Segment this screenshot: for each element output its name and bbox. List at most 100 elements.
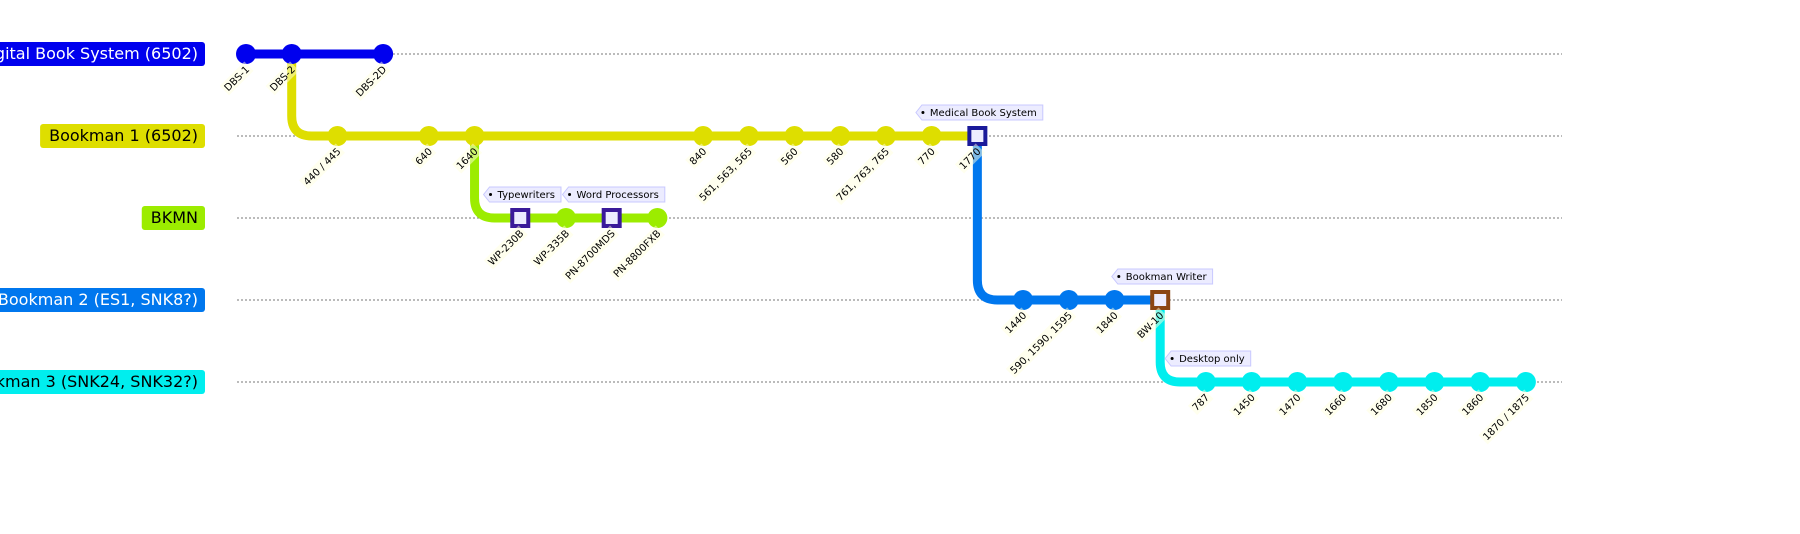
commit-dot	[693, 126, 714, 146]
commit-label-bg	[1366, 389, 1397, 420]
commit-label: 840	[685, 143, 711, 170]
commit-label-bg	[1320, 389, 1351, 420]
branch-line	[287, 54, 978, 141]
commit-dot	[418, 126, 439, 146]
branch-labels: Digital Book System (6502) Bookman 1 (650…	[0, 42, 205, 394]
commit-label: 1450	[1229, 389, 1260, 420]
branch-label[interactable]: Bookman 2 (ES1, SNK8?)	[0, 288, 205, 312]
commit-dot	[738, 126, 759, 146]
branch-label-box	[141, 206, 205, 230]
commit-dot	[236, 44, 256, 64]
commit-label: 1440	[1000, 307, 1031, 338]
commit-tag-text: Desktop only	[1179, 354, 1245, 365]
commit-label: 1680	[1366, 389, 1397, 420]
commit-label-bg	[1132, 307, 1168, 343]
commit-label-bg	[1229, 389, 1260, 420]
branch-label-box	[0, 370, 205, 394]
commit-label: 440 / 445	[299, 143, 345, 190]
commit-label: 1660	[1320, 389, 1351, 420]
branch-lines	[246, 49, 1526, 387]
commit-highlight-square	[601, 208, 622, 228]
commit-label: 640	[410, 143, 437, 170]
commit-label: 770	[913, 143, 940, 170]
branch-line	[1155, 300, 1526, 387]
commit-label: DBS-1	[219, 61, 254, 96]
commit-dot	[784, 126, 805, 146]
commit-dot	[281, 44, 302, 64]
commit-dot	[1333, 372, 1354, 392]
branch-label[interactable]: BKMN	[141, 206, 205, 230]
commit-id: DBS-2D	[354, 64, 389, 99]
commit-label-bg	[1187, 389, 1214, 416]
commit-label-bg	[351, 61, 391, 101]
tag-shape	[915, 104, 1044, 121]
commit-id: WP-335B	[532, 228, 572, 268]
commit-label-bg	[219, 61, 254, 96]
commit-tag-text: Bookman Writer	[1126, 272, 1208, 283]
commit-label-bg	[685, 143, 711, 170]
branch-label[interactable]: Digital Book System (6502)	[0, 42, 205, 66]
commit-label-bg	[913, 143, 940, 170]
commit-tag: Desktop only	[1164, 350, 1252, 367]
commit-dot	[464, 126, 485, 146]
commit-label: WP-335B	[529, 225, 574, 270]
branch-line	[470, 136, 658, 223]
commit-label: 580	[822, 143, 848, 170]
commit-tag-text: Medical Book System	[930, 108, 1037, 119]
commit-id: PN-8800FXB	[612, 228, 664, 280]
tag-hole-icon	[1117, 275, 1121, 278]
commit[interactable]: DBS-1	[219, 44, 256, 96]
commit-tag: Typewriters	[482, 186, 562, 203]
commit-label-bg	[265, 61, 300, 96]
commit-highlight-square	[967, 126, 988, 146]
commit-dot	[555, 208, 576, 228]
commit-tag-text: Typewriters	[497, 190, 555, 201]
commit-dot	[830, 126, 851, 146]
commit-label-bg	[831, 143, 894, 206]
branch-label-box	[40, 124, 205, 148]
commit-label: 560	[776, 143, 803, 170]
commit-dot	[327, 126, 348, 146]
commit-label-bg	[1092, 307, 1123, 338]
branch-lanes	[237, 53, 1562, 383]
branch-label[interactable]: Bookman 3 (SNK24, SNK32?)	[0, 370, 205, 394]
commit-dot	[921, 126, 942, 146]
commit-highlight-square	[1150, 290, 1171, 310]
commit-dot	[1378, 372, 1399, 392]
commit-dot	[1241, 372, 1262, 392]
commit-label-bg	[694, 143, 757, 206]
commit-label-bg	[1411, 389, 1442, 420]
commit-tag-text: Word Processors	[577, 190, 659, 201]
commit-label-bg	[1457, 389, 1488, 420]
commit-dot	[1287, 372, 1308, 392]
commit-id: 440 / 445	[302, 146, 344, 188]
commit-dot	[1424, 372, 1445, 392]
commit-label-bg	[410, 143, 437, 170]
branch-label[interactable]: Bookman 1 (6502)	[40, 124, 205, 148]
commit-tag: Word Processors	[561, 186, 666, 203]
commit-label: WP-230B	[483, 225, 528, 270]
commit-label: 1860	[1457, 389, 1488, 420]
commit-dot	[875, 126, 896, 146]
commit-label: 1870 / 1875	[1478, 389, 1534, 445]
branch-label-box	[0, 42, 205, 66]
branch-label-text: Bookman 2 (ES1, SNK8?)	[0, 290, 198, 309]
tag-shape	[561, 186, 666, 203]
commit-id: 1870 / 1875	[1481, 392, 1532, 443]
commit-label: DBS-2D	[351, 61, 391, 101]
tag-hole-icon	[489, 193, 493, 196]
commit-tag: Medical Book System	[915, 104, 1044, 121]
commit-dot	[647, 208, 668, 228]
commit-dot	[1470, 372, 1491, 392]
commit-tag: Bookman Writer	[1111, 268, 1214, 285]
commit-label-bg	[1000, 307, 1031, 338]
commit-id: WP-230B	[487, 228, 527, 268]
commit-id: PN-8700MDS	[564, 228, 618, 282]
tag-shape	[1164, 350, 1252, 367]
branch-label-box	[0, 288, 205, 312]
commit-dot	[1013, 290, 1034, 310]
tag-hole-icon	[568, 193, 572, 196]
commit-label: 1470	[1274, 389, 1305, 420]
